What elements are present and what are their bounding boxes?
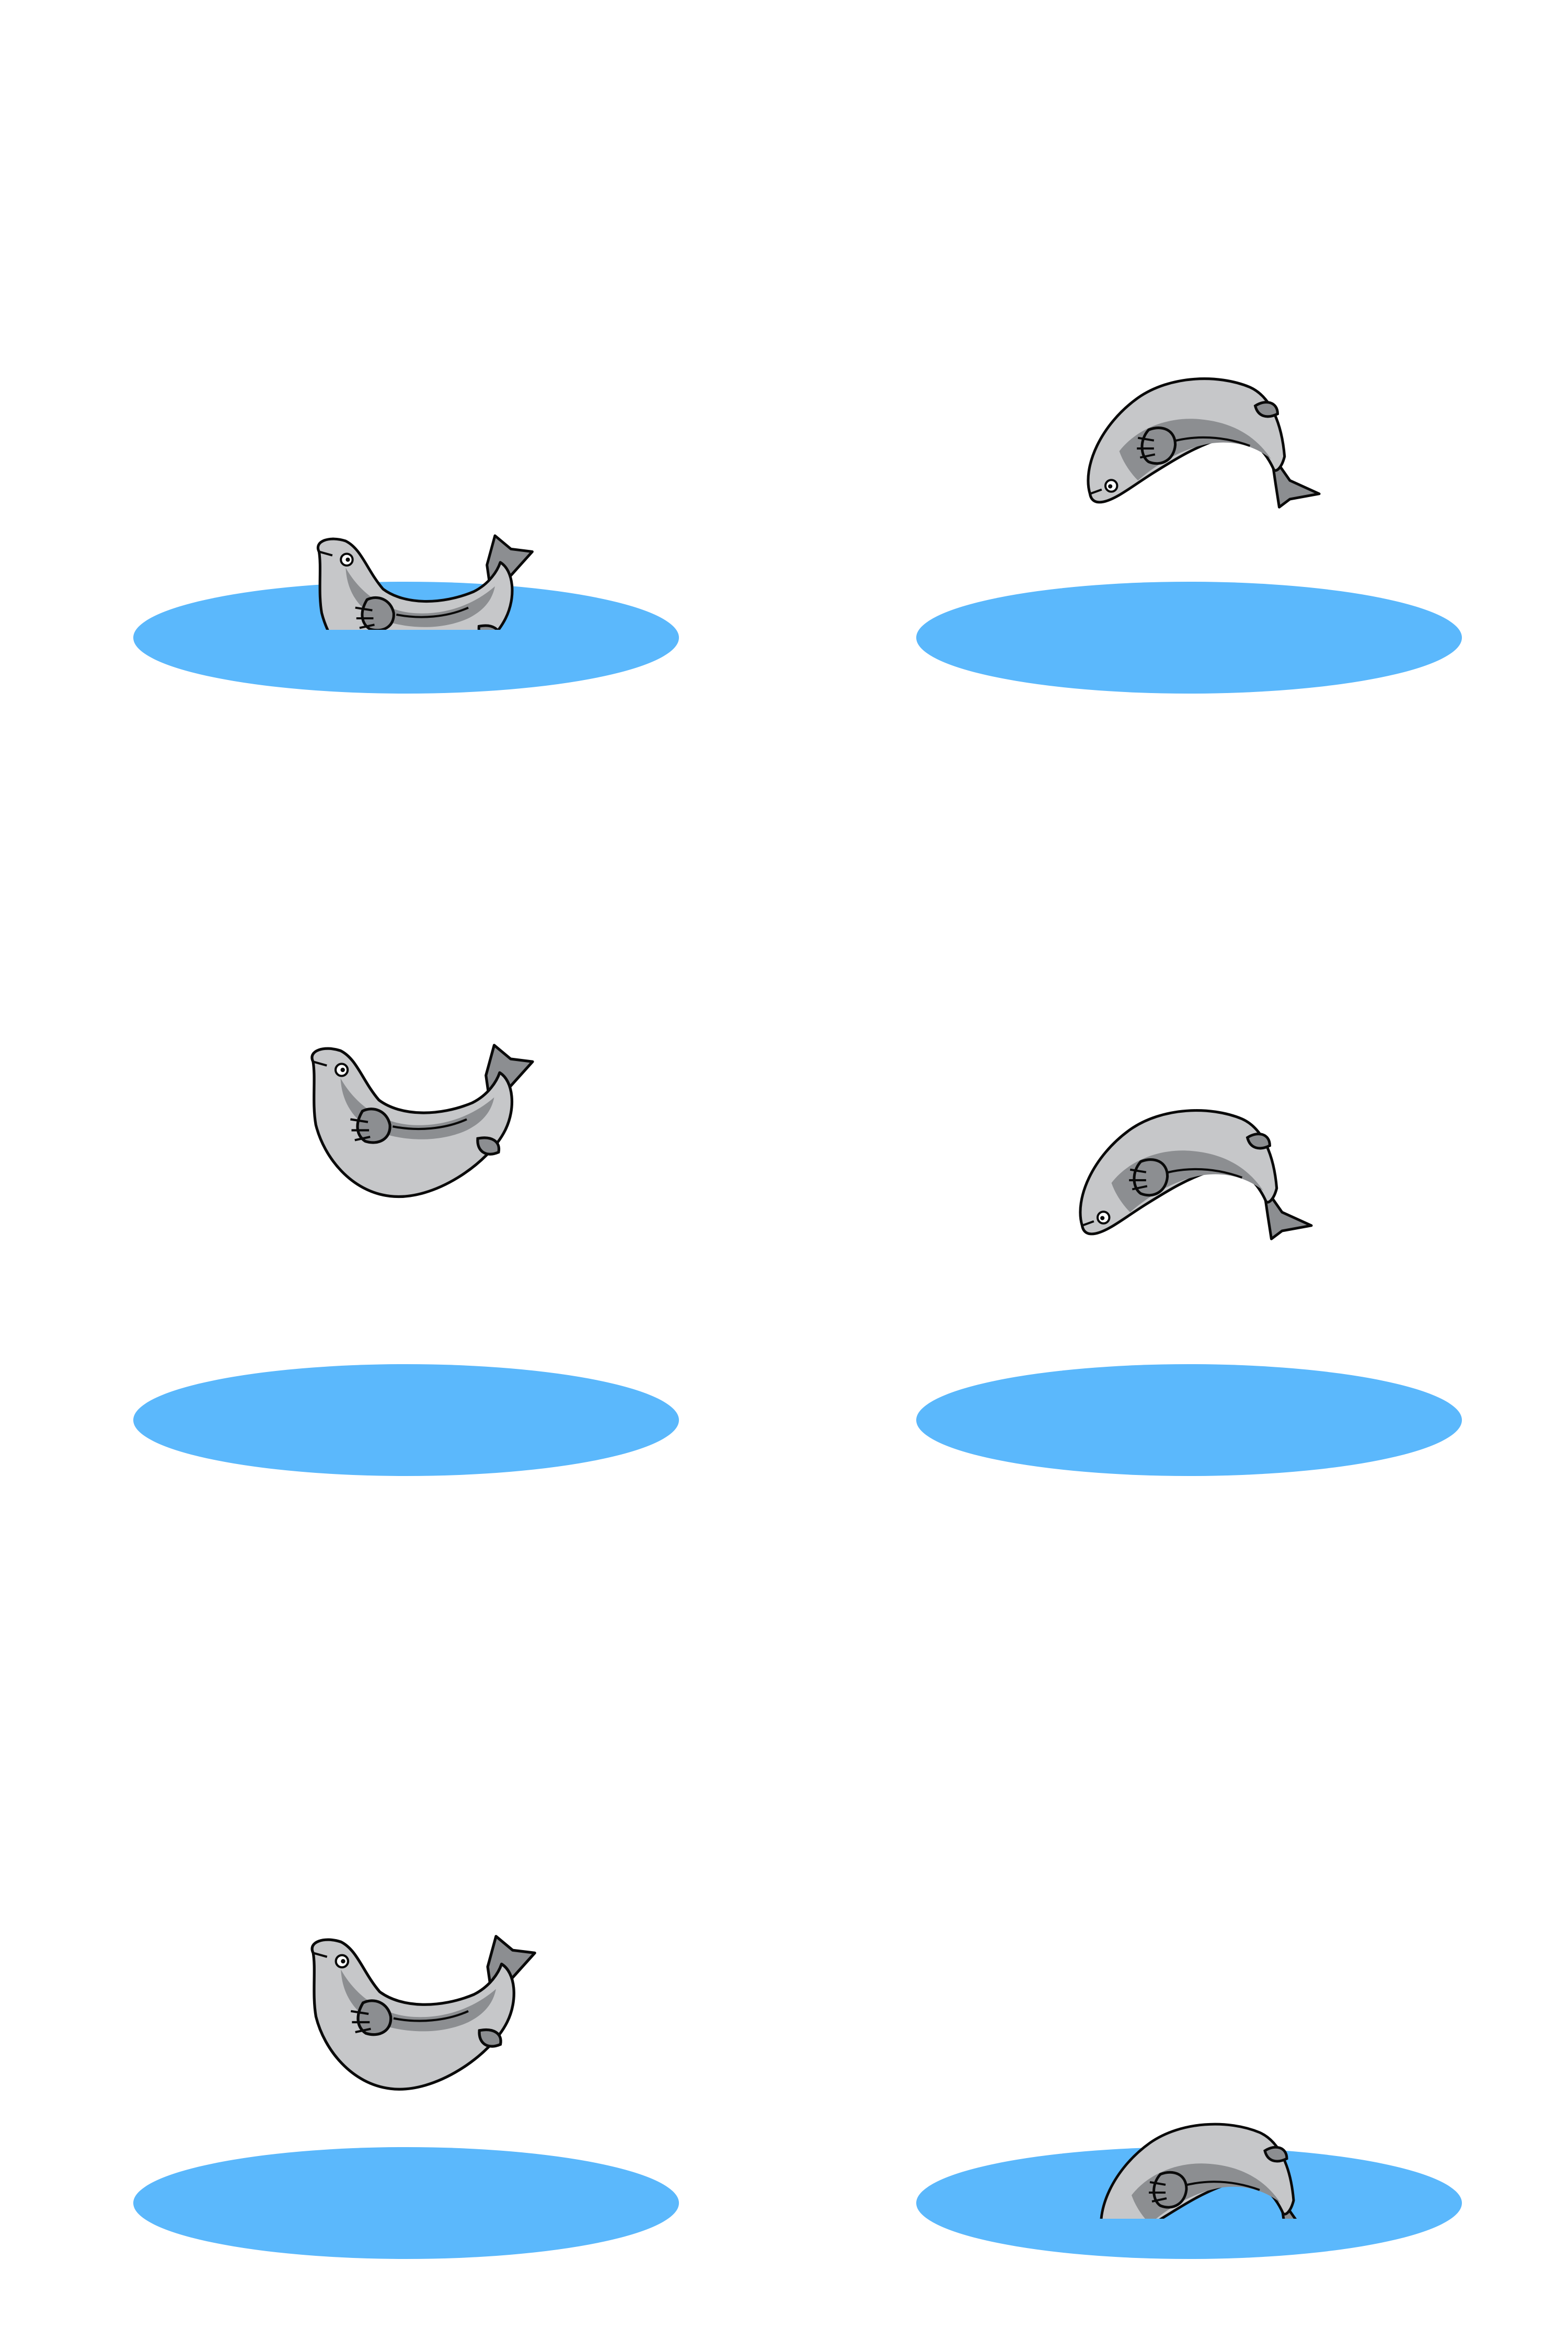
frame-2 [916, 379, 1462, 694]
fish [312, 1936, 535, 2090]
pond [916, 582, 1462, 694]
pond [133, 1364, 679, 1476]
fish [1088, 379, 1319, 508]
frame-5 [133, 1936, 679, 2259]
frame-1 [133, 536, 679, 694]
frame-6 [916, 2124, 1462, 2259]
fish [1080, 1111, 1311, 1239]
frame-4 [916, 1111, 1462, 1476]
frame-3 [133, 1045, 679, 1476]
pond [916, 1364, 1462, 1476]
fish [312, 1045, 533, 1197]
pond [133, 2147, 679, 2259]
pond [133, 582, 679, 694]
